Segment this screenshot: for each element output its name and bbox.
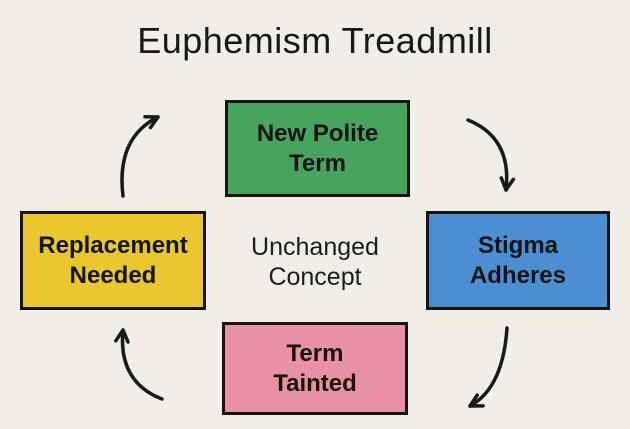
page-title: Euphemism Treadmill xyxy=(137,20,493,61)
arrow-stigma-to-term-tainted-icon xyxy=(468,326,509,408)
center-concept-label: Unchanged Concept xyxy=(251,232,379,292)
node-label: Stigma Adheres xyxy=(469,231,567,289)
arrow-term-tainted-to-replacement-icon xyxy=(114,328,164,401)
node-term-tainted: Term Tainted xyxy=(222,322,408,415)
node-replacement-needed: Replacement Needed xyxy=(20,211,206,310)
node-label: New Polite Term xyxy=(256,119,379,177)
node-stigma-adheres: Stigma Adheres xyxy=(426,211,610,310)
node-new-polite-term: New Polite Term xyxy=(225,100,410,197)
node-label: Replacement Needed xyxy=(38,231,188,289)
arrow-replacement-to-new-polite-icon xyxy=(120,114,160,198)
arrow-new-polite-to-stigma-icon xyxy=(466,118,516,192)
node-label: Term Tainted xyxy=(273,339,357,397)
